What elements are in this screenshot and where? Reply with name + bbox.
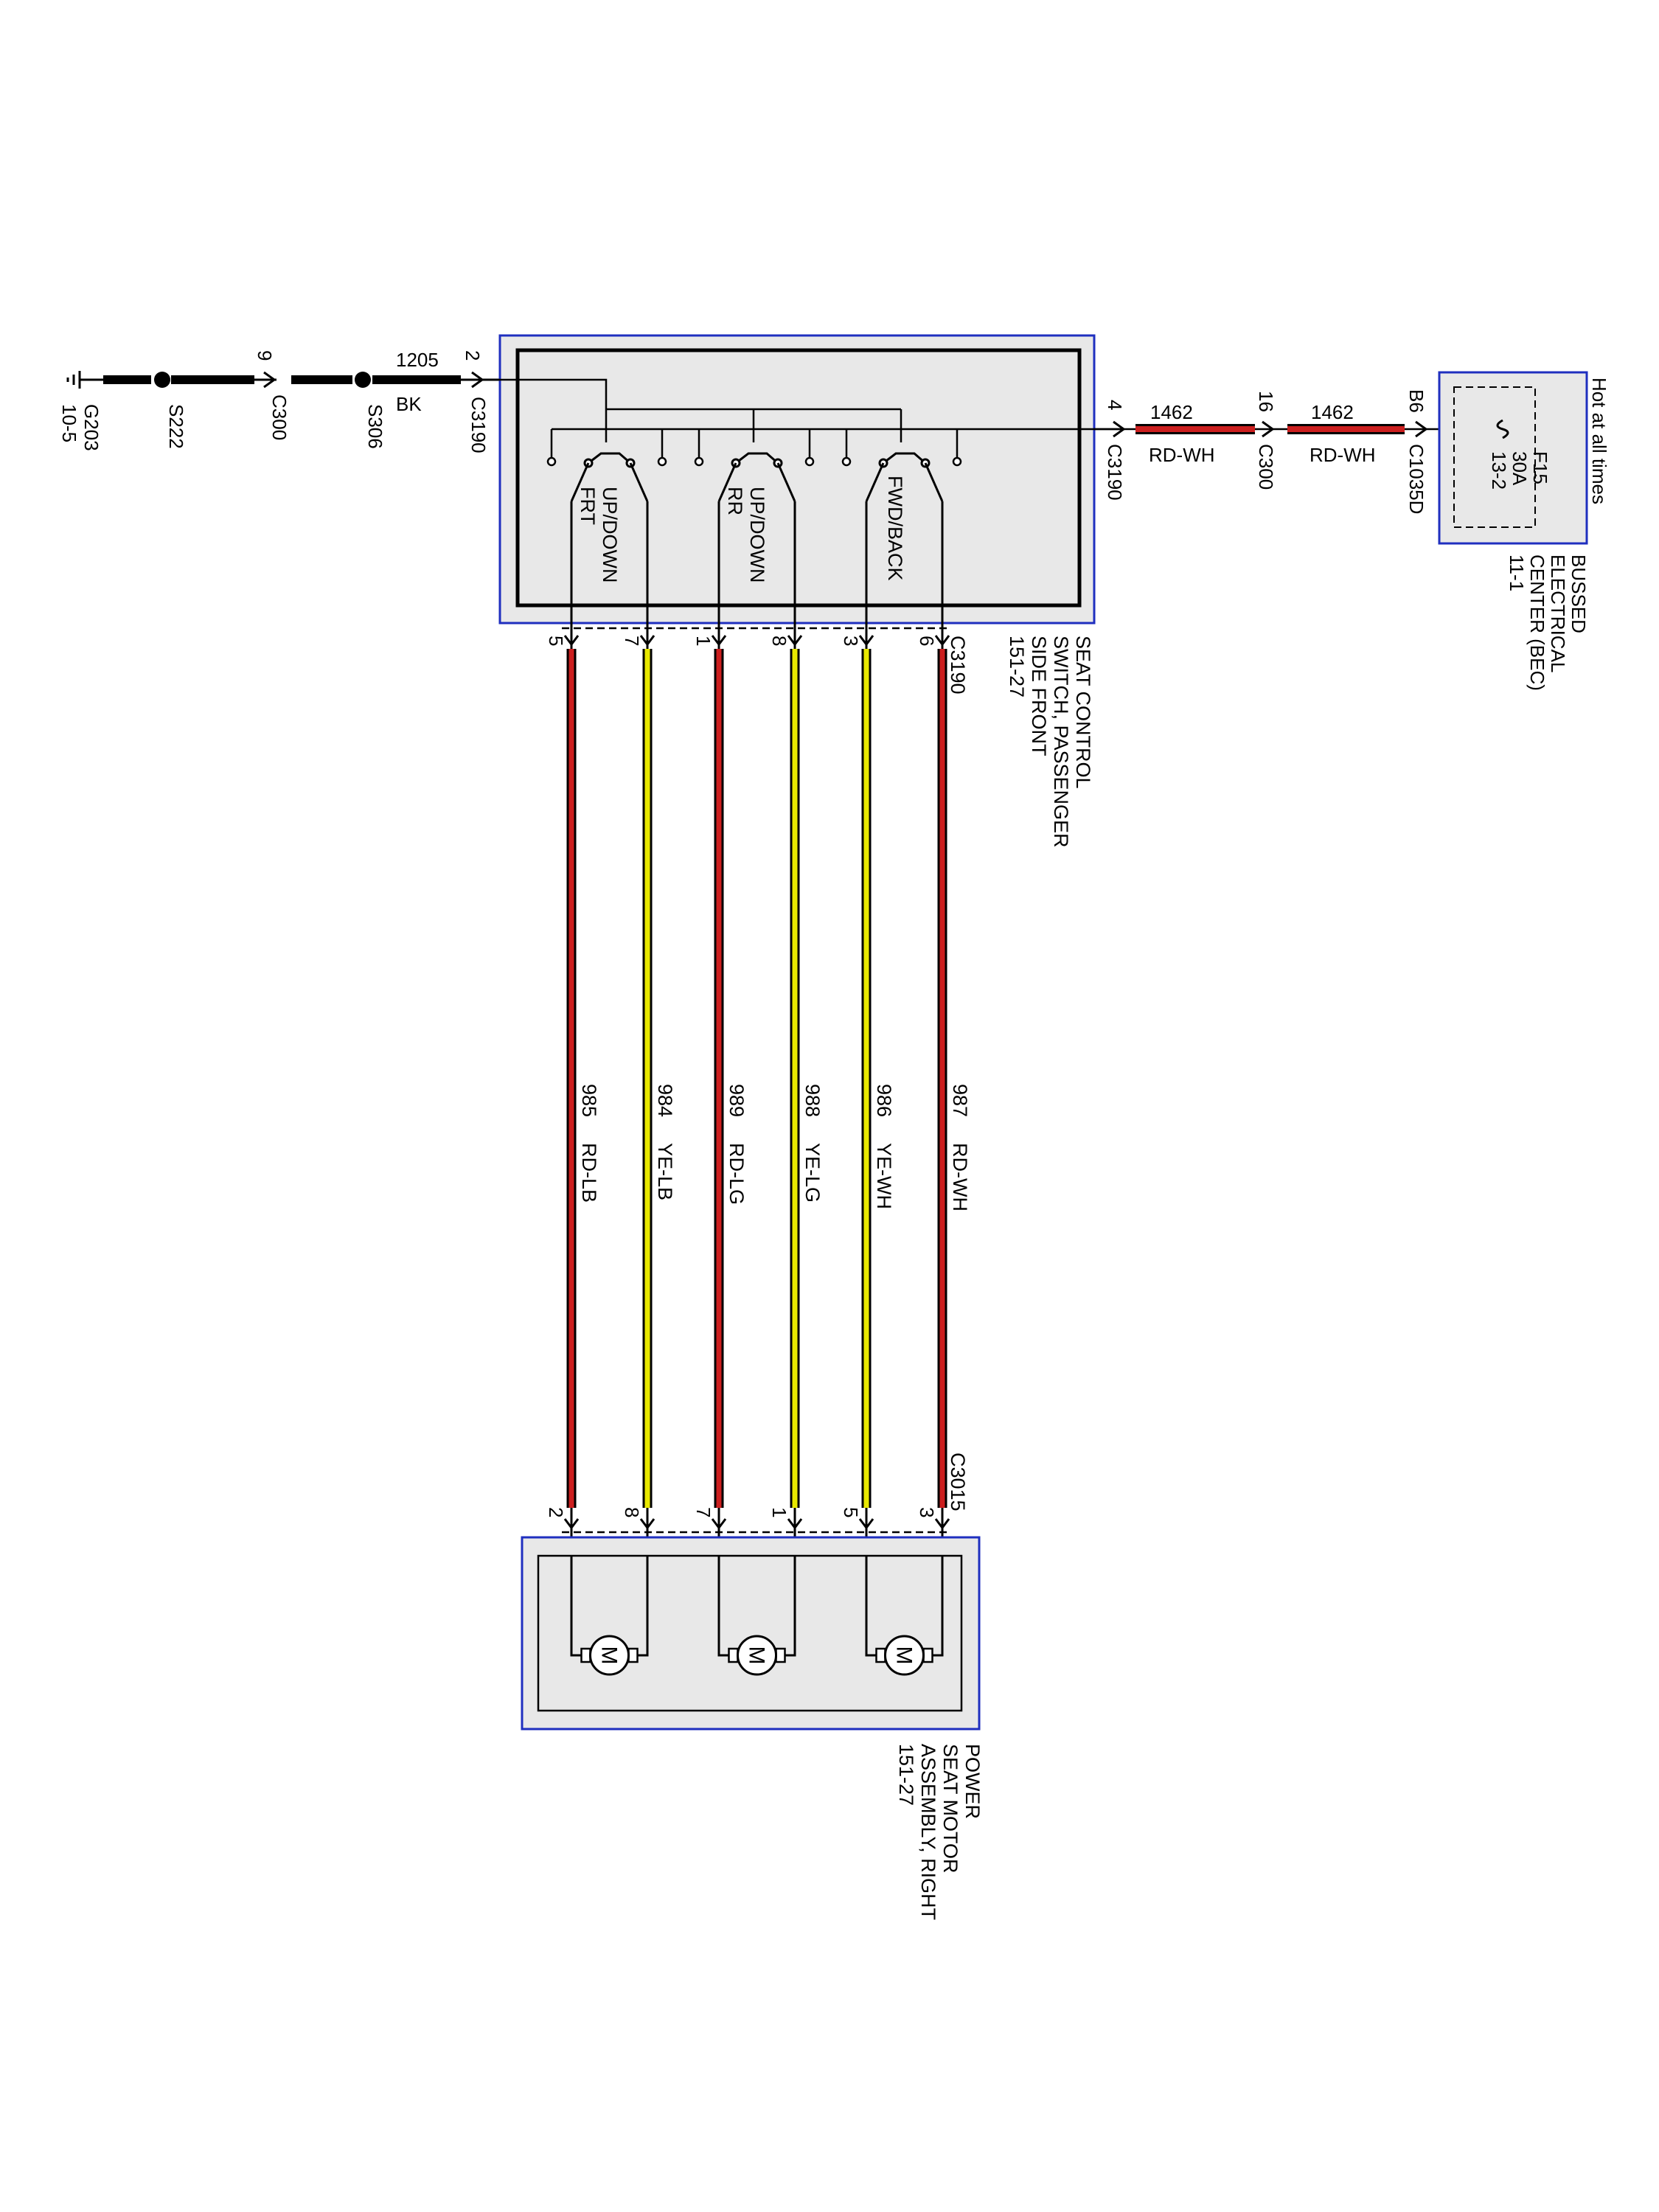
splice-s306 [355,372,371,388]
bec-title-line2: ELECTRICAL [1547,554,1569,672]
wire-988-color-label: YE-LG [801,1143,824,1203]
ground-icon [66,371,103,389]
motor-pin-2: 2 [545,1507,567,1517]
bec-title-line3: CENTER (BEC) [1526,554,1548,691]
motor-pin-7: 7 [692,1507,714,1517]
wire-1462-segment-2-circuit: 1462 [1311,401,1354,423]
motor-title-line3: ASSEMBLY, RIGHT [917,1744,939,1920]
wire-984-color-label: YE-LB [654,1143,676,1200]
wire-986-circuit-label: 986 [873,1084,895,1117]
motor-ref: 151-27 [895,1744,917,1806]
c300-ground-label: C300 [268,394,291,440]
switch-section-3-line1: FWD/BACK [884,476,906,581]
wire-1462-segment-2-color: RD-WH [1310,444,1376,466]
switch-blades [570,452,944,502]
switch-pin-1: 1 [692,636,714,646]
switch-internal-verticals [570,501,944,623]
circuit-1205-label: 1205 [396,349,439,371]
bec-fuse-dashed [1453,386,1536,528]
c3190-output-label: C3190 [947,636,969,695]
switch-pin-6: 6 [916,636,938,646]
c3190-pin4-label: 4 [1104,400,1126,410]
c3190-pin2-label: 2 [462,350,484,361]
c300-pin-label: 9 [254,350,276,361]
c300-pin16-label: 16 [1255,391,1277,412]
wire-985-color-label: RD-LB [578,1143,600,1203]
motor-label: M [745,1646,769,1665]
wire-989-circuit-label: 989 [726,1084,748,1117]
wire-1462-segment-1-circuit: 1462 [1150,401,1193,423]
motor-title-line2: SEAT MOTOR [939,1744,961,1874]
wire-989-color-label: RD-LG [726,1143,748,1205]
splice-s222-label: S222 [165,404,187,449]
splice-s222 [154,372,170,388]
c3190-power-label: C3190 [1104,444,1126,501]
ground-name: G203 [80,404,102,451]
bec-title-line1: BUSSED [1568,554,1590,633]
wire-984-circuit-label: 984 [654,1084,676,1117]
motor-pin-1: 1 [768,1507,790,1517]
motor-icon: M [865,1556,944,1676]
wire-987-circuit-label: 987 [949,1084,971,1117]
motor-title-line1: POWER [961,1744,984,1819]
motor-box-inner [537,1554,963,1712]
wire-988-circuit-label: 988 [801,1084,824,1117]
splice-s306-label: S306 [364,404,386,449]
bk-color-label: BK [396,393,422,415]
bec-hot-label: Hot at all times [1588,378,1610,504]
bec-fuse-ref: 13-2 [1488,451,1510,490]
motor-label: M [892,1646,917,1665]
switch-title-line1: SEAT CONTROL [1072,636,1094,789]
bec-fuse-name: F15 [1529,451,1551,484]
switch-section-1-line1: UP/DOWN [599,487,621,583]
c1035d-pin-label: B6 [1405,389,1427,413]
motor-pin-5: 5 [840,1507,862,1517]
bec-ref: 11-1 [1506,554,1528,591]
motor-pin-3: 3 [916,1507,938,1517]
switch-pin-7: 7 [621,636,643,646]
switch-section-2-line1: UP/DOWN [746,487,768,583]
motor-pin-8: 8 [621,1507,643,1517]
c3190-top-label: C3190 [467,397,490,453]
motor-label: M [597,1646,622,1665]
wire-985-circuit-label: 985 [578,1084,600,1117]
bec-fuse-amps: 30A [1509,451,1531,486]
switch-pin-5: 5 [545,636,567,646]
switch-contacts [546,409,962,467]
motor-icon: M [570,1556,649,1676]
bec-box [1438,371,1588,545]
c1035d-label: C1035D [1405,444,1427,514]
c300-power-label: C300 [1255,444,1277,490]
switch-pin-3: 3 [840,636,862,646]
wire-987-color-label: RD-WH [949,1143,971,1211]
switch-section-1-line2: FRT [577,487,599,525]
switch-title-line3: SIDE FRONT [1028,636,1050,757]
wire-986-color-label: YE-WH [873,1143,895,1209]
fuse-icon [1496,419,1509,439]
motor-icon: M [717,1556,796,1676]
switch-box-inner [515,348,1082,608]
switch-pin-8: 8 [768,636,790,646]
switch-title-line2: SWITCH, PASSENGER [1050,636,1072,848]
c3015-label: C3015 [947,1453,969,1512]
ground-ref: 10-5 [58,404,80,442]
switch-ref: 151-27 [1006,636,1028,698]
switch-ground-bus [482,378,608,409]
wire-1462-segment-1-color: RD-WH [1149,444,1215,466]
switch-section-2-line2: RR [724,487,746,515]
